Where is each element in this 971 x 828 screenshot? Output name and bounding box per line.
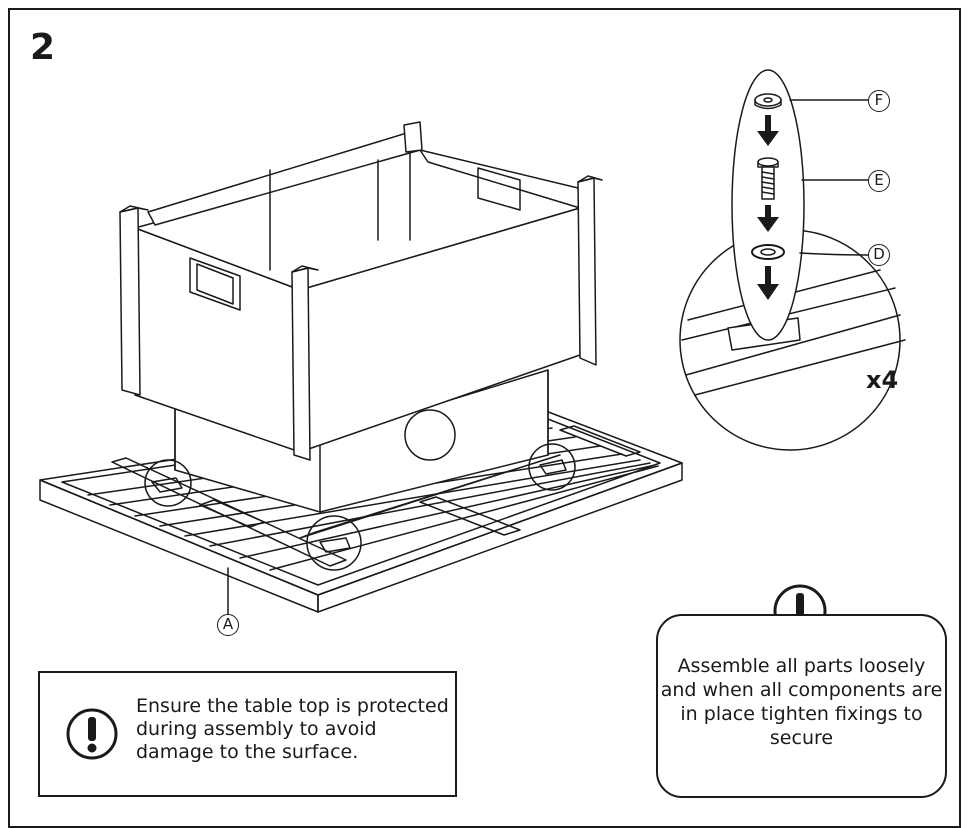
detail-zoom: [679, 229, 906, 451]
part-label-f: F: [868, 90, 890, 112]
frame-box: [119, 121, 603, 461]
assembly-note-text: Assemble all parts loosely and when all …: [660, 655, 943, 750]
part-label-a: A: [217, 614, 239, 636]
exclamation-circle-icon: [66, 708, 118, 760]
quantity-label: x4: [866, 366, 899, 394]
part-label-d: D: [868, 244, 890, 266]
protection-note: Ensure the table top is protected during…: [38, 671, 457, 797]
pedestal: [174, 369, 549, 513]
step-number: 2: [30, 27, 56, 68]
part-label-e: E: [868, 170, 890, 192]
assembly-arrows: [757, 115, 779, 300]
protection-note-text: Ensure the table top is protected during…: [136, 695, 449, 764]
assembly-note: Assemble all parts loosely and when all …: [656, 614, 947, 798]
